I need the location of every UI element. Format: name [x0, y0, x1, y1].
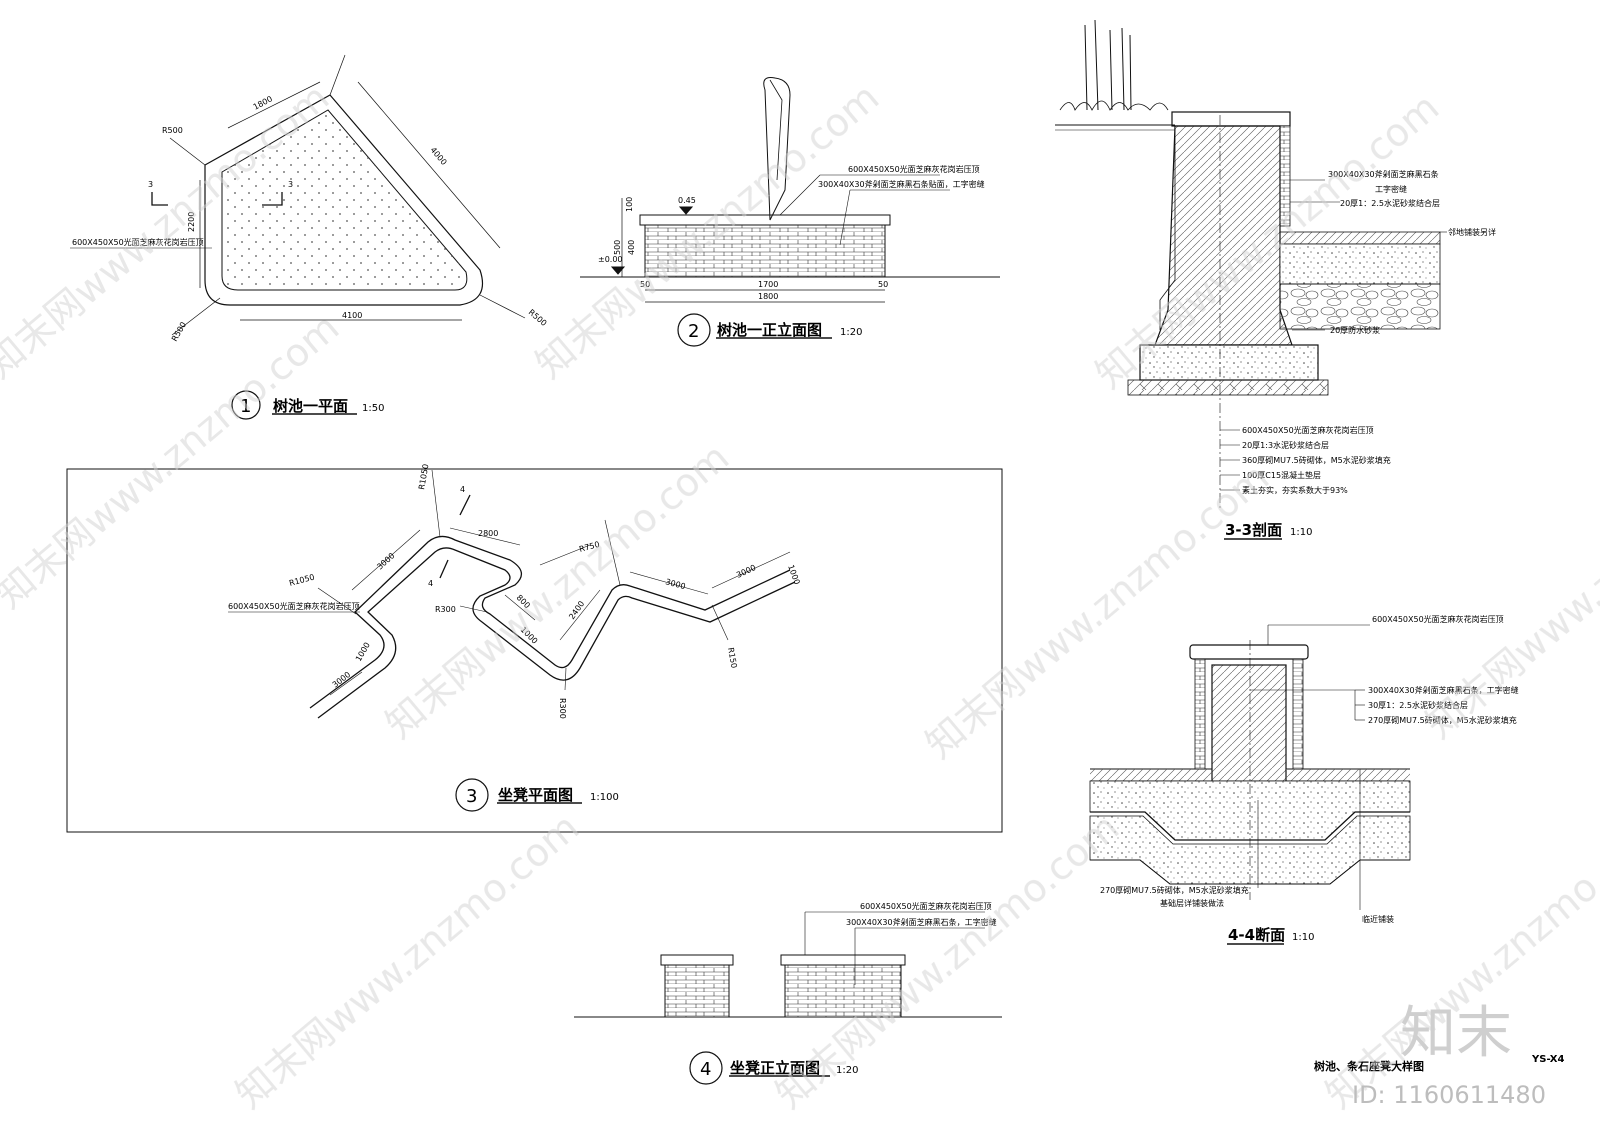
- view-2-tree-pool-elevation: [580, 77, 1000, 303]
- s44-note-r3: 270厚砌MU7.5砖砌体，M5水泥砂浆填充: [1368, 715, 1517, 725]
- watermark-text-8: 知末网www.znzmo.com: [228, 805, 588, 1117]
- v2-dim-body: 400: [627, 240, 636, 255]
- v1-title-block: 1 树池一平面 1:50: [231, 390, 384, 420]
- v1-dim-bottom: 4100: [342, 311, 362, 320]
- v3-dim-5: 3000: [735, 563, 757, 580]
- v4-title-number: 4: [700, 1059, 711, 1080]
- section-4-4: [1089, 624, 1411, 910]
- s33-title: 3-3剖面: [1225, 521, 1282, 539]
- watermark-text-5: 知末网www.znzmo.com: [378, 435, 738, 747]
- v1-section-mark: 3: [148, 180, 153, 189]
- v4-title-block: 4 坐凳正立面图 1:20: [689, 1051, 858, 1085]
- v3-radius-1: R1050: [417, 463, 430, 490]
- v2-dim-left: 50: [640, 280, 650, 289]
- s44-note-r2: 30厚1：2.5水泥砂浆结合层: [1368, 700, 1468, 710]
- v4-scale: 1:20: [836, 1065, 858, 1076]
- s44-note-bottom: 临近铺装: [1362, 914, 1394, 924]
- v3-dim-1: 3000: [375, 551, 396, 571]
- v2-title-number: 2: [688, 321, 699, 342]
- v2-note-1: 600X450X50光面芝麻灰花岗岩压顶: [848, 164, 980, 174]
- v3-dim-3: 3000: [664, 577, 686, 591]
- v4-title: 坐凳正立面图: [730, 1059, 820, 1077]
- v3-radius-4: R300: [435, 605, 456, 614]
- watermark-logo: 知末: [1400, 1001, 1512, 1066]
- v2-dim-top: 100: [625, 197, 634, 212]
- s33-note-b2: 20厚1:3水泥砂浆结合层: [1242, 440, 1329, 450]
- v1-dim-right: 4000: [428, 146, 448, 167]
- s33-note-b5: 素土夯实，夯实系数大于93%: [1242, 485, 1348, 495]
- v2-dim-total: 500: [613, 240, 622, 255]
- v3-scale: 1:100: [590, 792, 619, 803]
- v1-note: 600X450X50光面芝麻灰花岗岩压顶: [72, 237, 204, 247]
- v3-dim-9: 1000: [354, 641, 372, 663]
- v2-level-top: 0.45: [678, 196, 696, 205]
- watermark-text-9: 知末网www.znzmo.com: [768, 805, 1128, 1117]
- v3-radius-5: R300: [558, 698, 567, 719]
- v2-scale: 1:20: [840, 327, 862, 338]
- v2-note-2: 300X40X30斧剁面芝麻黑石条贴面，工字密缝: [818, 179, 985, 189]
- view-1-tree-pool-plan: [70, 54, 526, 336]
- v3-dim-4: 1000: [786, 564, 801, 586]
- section-3-3: [1055, 19, 1447, 510]
- v2-level-zero: ±0.00: [598, 255, 623, 264]
- s33-note-r1: 300X40X30斧剁面芝麻黑石条: [1328, 169, 1439, 179]
- v2-dim-total-width: 1800: [758, 292, 778, 301]
- s44-note-l1: 270厚砌MU7.5砖砌体，M5水泥砂浆填充: [1100, 885, 1249, 895]
- v1-section-mark-2: 3: [288, 180, 293, 189]
- s33-note-b3: 360厚砌MU7.5砖砌体，M5水泥砂浆填充: [1242, 455, 1391, 465]
- v3-section-mark: 4: [460, 485, 465, 494]
- v4-note-2: 300X40X30斧剁面芝麻黑石条，工字密缝: [846, 917, 997, 927]
- v1-title-number: 1: [240, 396, 251, 417]
- sheet-title: 树池、条石座凳大样图: [1314, 1059, 1424, 1073]
- v3-dim-2: 2800: [478, 529, 498, 538]
- v1-scale: 1:50: [362, 403, 384, 414]
- watermark-text-4: 知末网www.znzmo.com: [0, 305, 347, 617]
- v1-radius-bl: R500: [170, 320, 188, 343]
- s44-note-top: 600X450X50光面芝麻灰花岗岩压顶: [1372, 614, 1504, 624]
- v1-radius-tl: R500: [162, 126, 183, 135]
- v2-title-block: 2 树池一正立面图 1:20: [677, 313, 862, 347]
- s44-note-r1: 300X40X30斧剁面芝麻黑石条，工字密缝: [1368, 685, 1519, 695]
- sheet-code: YS-X4: [1531, 1054, 1564, 1065]
- s44-title-block: 4-4断面 1:10: [1227, 926, 1314, 945]
- s33-note-r2: 工字密缝: [1375, 184, 1407, 194]
- v4-note-1: 600X450X50光面芝麻灰花岗岩压顶: [860, 901, 992, 911]
- watermark-id: ID: 1160611480: [1352, 1081, 1546, 1109]
- s33-scale: 1:10: [1290, 527, 1312, 538]
- watermark-text-7: 知末网www.znzmo.com: [1418, 435, 1600, 747]
- s33-note-b4: 100厚C15混凝土垫层: [1242, 470, 1321, 480]
- v1-dim-left: 2200: [187, 212, 196, 232]
- v3-title: 坐凳平面图: [498, 786, 573, 804]
- v2-dim-mid: 1700: [758, 280, 778, 289]
- s44-title: 4-4断面: [1228, 926, 1285, 944]
- v3-radius-6: R150: [726, 647, 738, 669]
- v3-note: 600X450X50光面芝麻灰花岗岩压顶: [228, 601, 360, 611]
- v3-title-number: 3: [466, 786, 477, 807]
- v3-radius-2: R1050: [288, 573, 315, 588]
- s33-note-r4: 邻地铺装另详: [1448, 227, 1496, 237]
- view-4-bench-elevation: [574, 911, 1002, 1018]
- v1-radius-br: R500: [527, 308, 549, 328]
- v3-section-mark-2: 4: [428, 579, 433, 588]
- view-3-bench-plan: [66, 468, 1003, 833]
- s44-scale: 1:10: [1292, 932, 1314, 943]
- v2-title: 树池一正立面图: [717, 321, 822, 339]
- s44-note-l2: 基础层详铺装做法: [1160, 898, 1224, 908]
- v1-title: 树池一平面: [273, 397, 348, 415]
- s33-title-block: 3-3剖面 1:10: [1224, 521, 1312, 540]
- s33-note-r3: 20厚1：2.5水泥砂浆结合层: [1340, 198, 1440, 208]
- v2-dim-right: 50: [878, 280, 888, 289]
- s33-note-b1: 600X450X50光面芝麻灰花岗岩压顶: [1242, 425, 1374, 435]
- v3-title-block: 3 坐凳平面图 1:100: [455, 778, 619, 812]
- s33-note-r5: 20厚防水砂浆: [1330, 325, 1380, 335]
